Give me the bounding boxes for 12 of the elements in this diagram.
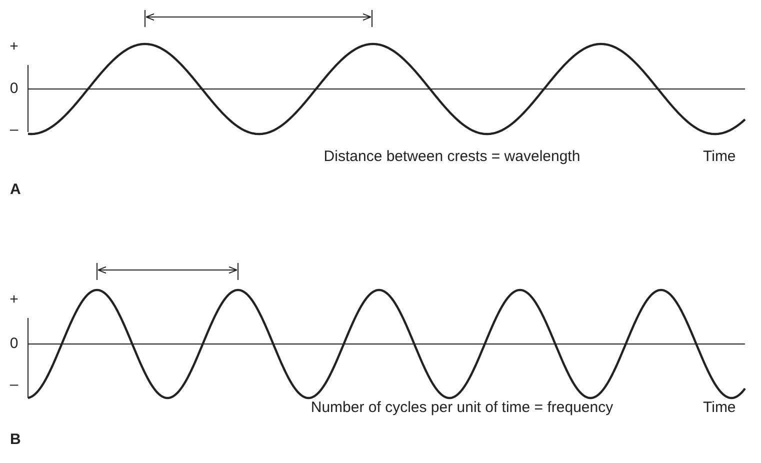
axis-tick-label: – [10,376,18,394]
panel-label: B [10,431,21,449]
axis-tick-label: 0 [10,335,18,353]
axis-tick-label: – [10,121,18,139]
annotation-text: Distance between crests = wavelength [324,148,580,166]
axis-tick-label: + [10,291,18,309]
axis-title: Time [703,148,736,166]
annotation-text: Number of cycles per unit of time = frequency [310,399,614,417]
axis-tick-label: 0 [10,80,18,98]
axis-title: Time [703,399,736,417]
axis-tick-label: + [10,38,18,56]
panel-label: A [10,181,21,199]
